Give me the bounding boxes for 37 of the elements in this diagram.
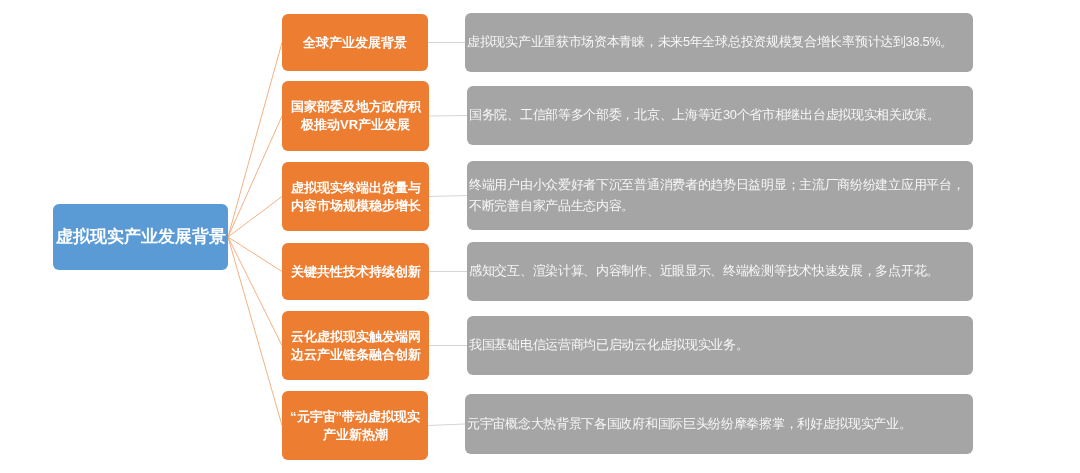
description-box: [467, 161, 973, 230]
description-box: [467, 86, 973, 145]
connector-line: [428, 195, 468, 197]
description-text: 国务院、工信部等多个部委，北京、上海等近30个省市相继出台虚拟现实相关政策。: [469, 106, 940, 125]
category-label: “元宇宙”带动虚拟现实产业新热潮: [289, 407, 421, 444]
connector-line: [227, 196, 283, 238]
description-text: 感知交互、渲染计算、内容制作、近眼显示、终端检测等技术快速发展，多点开花。: [469, 262, 939, 281]
connector-line: [427, 42, 466, 43]
description-text: 终端用户由小众爱好者下沉至普通消费者的趋势日益明显；主流厂商纷纷建立应用平台，不断完善自家产品生态内容。: [469, 176, 966, 215]
description-box: [467, 316, 973, 375]
category-box: [282, 81, 429, 151]
category-label: 全球产业发展背景: [303, 33, 407, 52]
description-box: [467, 242, 973, 301]
topic-box: [53, 204, 228, 270]
topic-label: 虚拟现实产业发展背景: [55, 226, 226, 247]
description-box: [465, 13, 973, 72]
connector-line: [227, 115, 283, 238]
connector-line: [427, 423, 466, 426]
category-label: 关键共性技术持续创新: [290, 262, 421, 281]
description-box: [465, 394, 973, 454]
connector-line: [227, 236, 283, 272]
category-box: [282, 311, 429, 380]
connector-line: [227, 236, 283, 426]
description-text: 元宇宙概念大热背景下各国政府和国际巨头纷纷摩拳擦掌，利好虚拟现实产业。: [467, 414, 912, 433]
category-box: [282, 391, 428, 460]
category-label: 国家部委及地方政府积极推动VR产业发展: [289, 98, 422, 134]
connector-line: [428, 115, 468, 117]
connector-line: [428, 271, 468, 272]
category-box: [282, 243, 429, 300]
description-text: 虚拟现实产业重获市场资本青睐，未来5年全球总投资规模复合增长率预计达到38.5%。: [467, 33, 954, 52]
description-text: 我国基础电信运营商均已启动云化虚拟现实业务。: [469, 336, 749, 355]
category-label: 虚拟现实终端出货量与内容市场规模稳步增长: [289, 178, 422, 215]
category-label: 云化虚拟现实触发端网边云产业链条融合创新: [289, 327, 422, 364]
connector-line: [428, 345, 468, 346]
connector-line: [227, 236, 283, 346]
category-box: [282, 162, 429, 231]
category-box: [282, 14, 428, 71]
